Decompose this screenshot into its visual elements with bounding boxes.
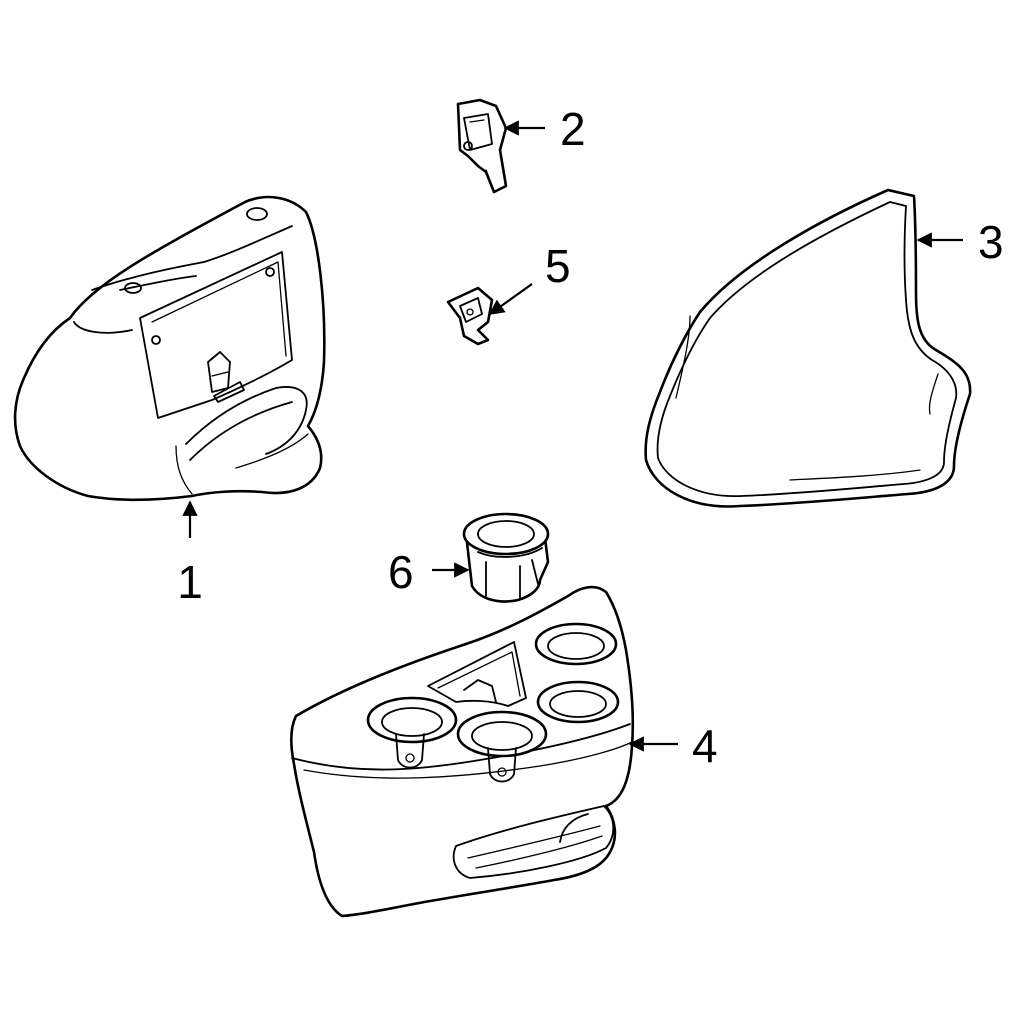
callout-4: 4 (692, 720, 718, 772)
leader-5 (488, 283, 533, 315)
callout-1: 1 (177, 556, 203, 608)
part-1-trim-panel (13, 195, 326, 502)
part-6-cup-insert (462, 512, 550, 603)
part-2-bracket (456, 98, 508, 194)
part-5-clip (446, 286, 494, 346)
part-4-console (289, 585, 635, 918)
callout-6: 6 (388, 546, 414, 598)
callout-3: 3 (978, 216, 1004, 268)
callout-2: 2 (560, 103, 586, 155)
part-3-seal (644, 188, 972, 508)
callout-5: 5 (545, 240, 571, 292)
